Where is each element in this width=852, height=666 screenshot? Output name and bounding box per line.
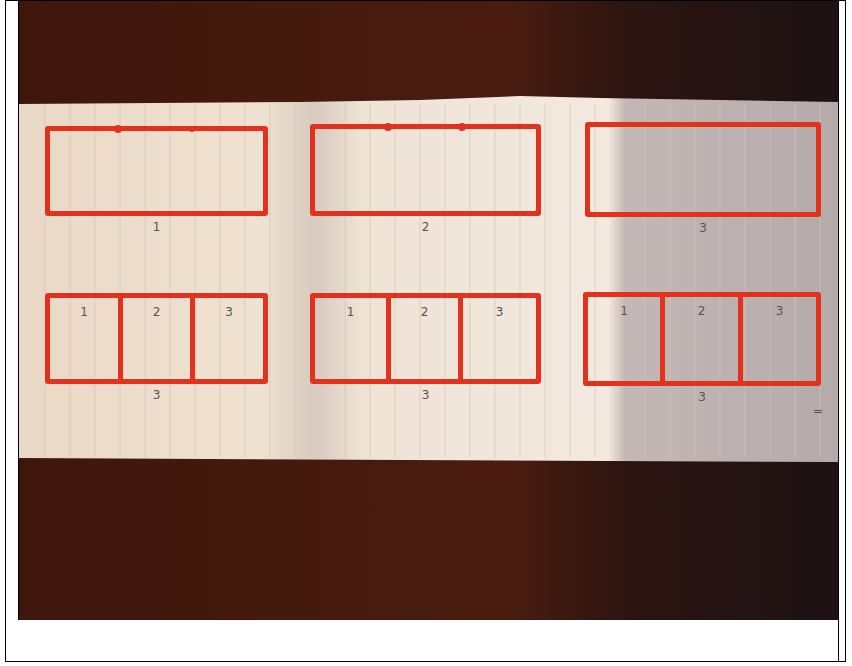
fraction-box: 2 (310, 124, 541, 216)
paper-strip (18, 96, 838, 462)
frame-outline (6, 1, 846, 662)
fraction-cell: 1 (588, 297, 665, 381)
cell-number: 1 (588, 305, 660, 318)
cell-number: 2 (391, 306, 458, 319)
cell-number: 2 (665, 305, 738, 318)
fraction-box: 3123 (45, 293, 268, 384)
frame-line (18, 0, 19, 620)
fraction-box: 3123 (310, 293, 541, 384)
cell-number: 1 (315, 306, 386, 319)
fraction-cell: 2 (391, 298, 463, 379)
fraction-cell: 3 (195, 298, 263, 379)
box-caption: 2 (310, 221, 541, 234)
cell-number: 3 (195, 306, 263, 319)
box-caption: 3 (585, 222, 821, 235)
fraction-box: 1 (45, 126, 268, 216)
cell-number: 3 (463, 306, 536, 319)
fraction-cell: 1 (50, 298, 123, 379)
fraction-cell: 3 (743, 297, 816, 381)
fraction-box: 3123 (583, 292, 821, 386)
box-caption: 3 (45, 389, 268, 402)
box-caption: 3 (583, 391, 821, 404)
box-caption: 3 (310, 389, 541, 402)
cell-number: 3 (743, 305, 816, 318)
fraction-box: 3 (585, 122, 821, 217)
cell-number: 2 (123, 306, 190, 319)
note-mark: = (813, 405, 823, 418)
table-surface (18, 0, 838, 620)
cell-number: 1 (50, 306, 118, 319)
fraction-cell: 3 (463, 298, 536, 379)
fraction-cell: 2 (665, 297, 743, 381)
ruled-lines (45, 104, 820, 458)
fraction-cell: 1 (315, 298, 391, 379)
fraction-cell: 2 (123, 298, 195, 379)
box-caption: 1 (45, 221, 268, 234)
frame-line (838, 0, 839, 662)
